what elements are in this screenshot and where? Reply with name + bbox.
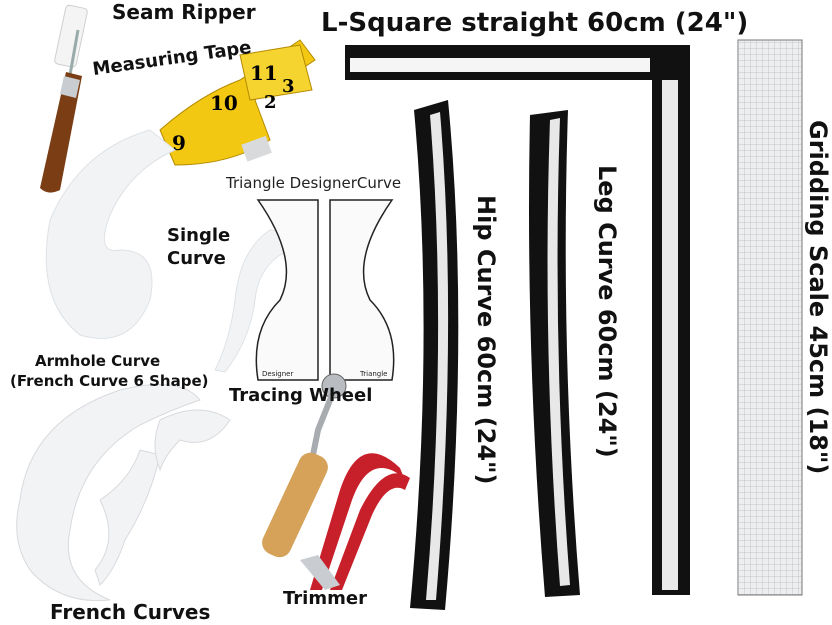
l-square-label: L-Square straight 60cm (24"): [321, 8, 749, 38]
tape-number-10: 10: [210, 91, 238, 115]
french-curves-label: French Curves: [50, 600, 211, 624]
hip-curve-label: Hip Curve 60cm (24"): [472, 195, 500, 485]
single-curve-label-line1: Single: [167, 225, 231, 246]
triangle-text-designer: Designer: [262, 370, 293, 378]
gridding-scale-label: Gridding Scale 45cm (18"): [804, 120, 832, 475]
tape-number-11: 11: [250, 61, 278, 85]
tape-number-9: 9: [172, 131, 186, 155]
single-curve-label-line2: Curve: [167, 248, 226, 269]
tape-number-3: 3: [282, 76, 295, 97]
triangle-designer-curve-label: Triangle DesignerCurve: [226, 174, 402, 192]
armhole-curve-label-line2: (French Curve 6 Shape): [10, 372, 209, 390]
seam-ripper-label: Seam Ripper: [112, 0, 256, 24]
leg-curve-label: Leg Curve 60cm (24"): [593, 165, 621, 458]
tracing-wheel-label: Tracing Wheel: [229, 385, 373, 406]
triangle-text-triangle: Triangle: [359, 370, 388, 378]
trimmer-label: Trimmer: [283, 588, 367, 609]
tape-number-2: 2: [264, 92, 277, 113]
armhole-curve-label-line1: Armhole Curve: [35, 352, 161, 370]
